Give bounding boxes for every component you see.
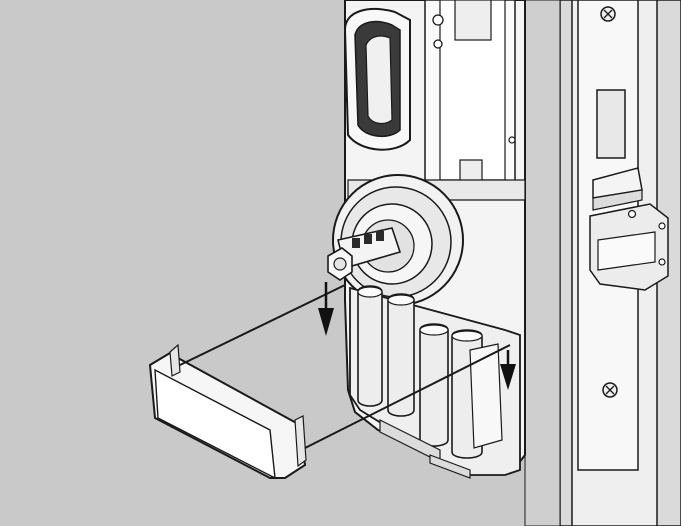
- battery-1: [357, 285, 383, 407]
- battery-cover: [148, 343, 307, 480]
- door-slab: [524, 0, 561, 526]
- latch-bolt: [589, 167, 669, 291]
- batteries: [357, 285, 503, 459]
- down-arrow-right-icon: [500, 350, 516, 390]
- screw-bottom-icon: [602, 382, 618, 398]
- deadbolt-opening: [596, 89, 626, 159]
- screw-top-icon: [600, 6, 616, 22]
- down-arrow-left-icon: [318, 282, 334, 336]
- installation-guide-lines: [179, 284, 511, 449]
- lever-handle: [343, 8, 411, 151]
- battery-3: [419, 323, 449, 447]
- battery-2: [387, 293, 415, 417]
- battery-clips: [379, 419, 471, 479]
- door-edge: [559, 0, 681, 526]
- spindle: [327, 227, 402, 281]
